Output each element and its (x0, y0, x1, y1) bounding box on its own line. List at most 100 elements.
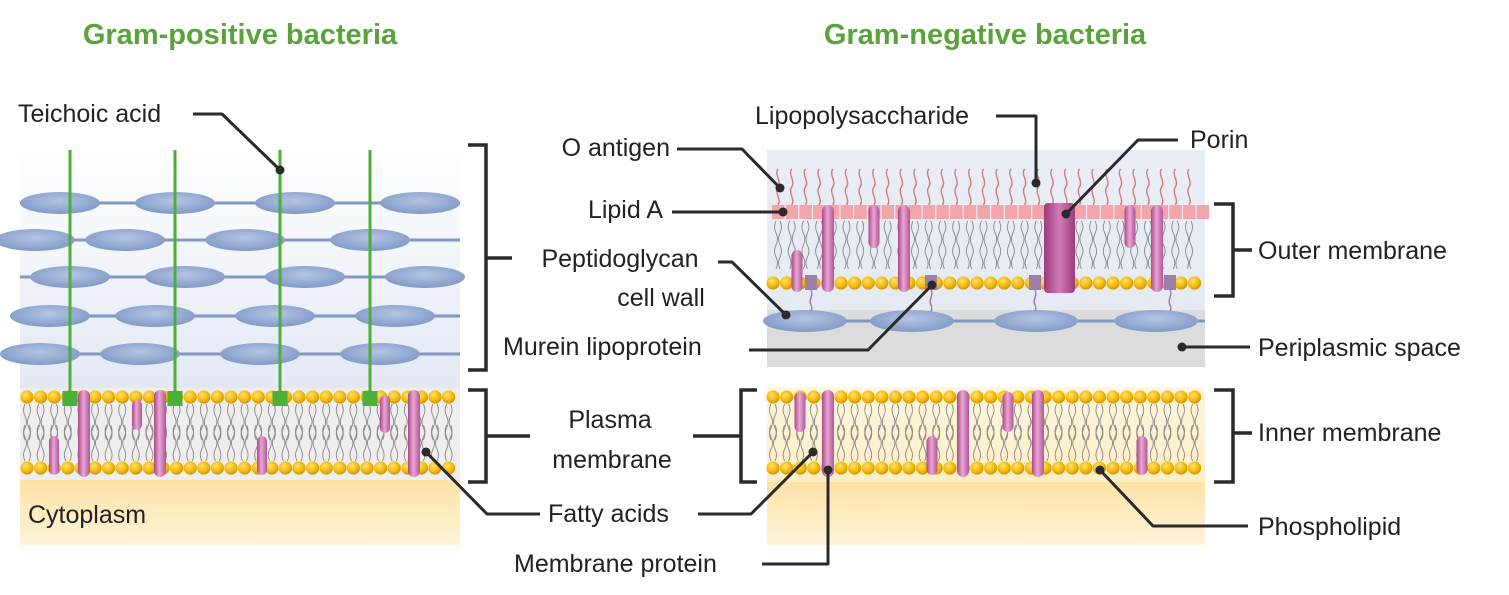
o-antigen-chain (858, 168, 863, 206)
fatty-acid-tail (91, 424, 99, 462)
peptidoglycan-unit (265, 266, 345, 288)
plasma-membrane-label-line1: Plasma (568, 406, 651, 434)
fatty-acid-tail (145, 424, 154, 462)
phospholipid-head (265, 461, 279, 475)
peptidoglycan-dot (781, 310, 791, 320)
phospholipid-head (888, 390, 903, 404)
teichoic-acid-label: Teichoic acid (18, 100, 161, 128)
fatty-acid-tail (774, 220, 782, 270)
peptidoglycan-unit (0, 229, 75, 251)
fatty-acid-tail (1006, 220, 1015, 270)
phospholipid-head (1120, 390, 1134, 404)
membrane-protein-dot (823, 465, 833, 475)
phospholipid-head (1174, 461, 1188, 475)
o-antigen-chain (1009, 168, 1013, 206)
phospholipid-head (224, 461, 238, 475)
lipid-a-unit (991, 205, 1004, 219)
o-antigen-chain (803, 168, 808, 206)
fatty-acid-tail (308, 424, 317, 462)
o-antigen-chains (776, 168, 1191, 206)
phospholipid-head (292, 390, 306, 404)
phospholipid-head (333, 461, 347, 475)
phospholipid-head (1106, 276, 1120, 290)
o-antigen-chain (1187, 168, 1191, 206)
phospholipid-head (1160, 461, 1174, 475)
fatty-acid-tail (924, 220, 933, 270)
membrane-protein (49, 436, 59, 475)
fatty-acid-tail (769, 424, 777, 462)
phospholipid-head (1106, 390, 1120, 404)
fatty-acid-tail (1190, 424, 1199, 462)
o-antigen-chain (1146, 168, 1150, 206)
fatty-acid-tail (911, 220, 919, 270)
phospholipid-head (943, 276, 957, 290)
lipid-a-unit (1114, 205, 1127, 219)
fatty-acid-tail (23, 424, 31, 462)
membrane-protein (380, 395, 390, 433)
phospholipid-head (442, 390, 456, 404)
o-antigen-chain (1118, 168, 1123, 206)
phospholipid-head (848, 390, 862, 404)
phospholipid-head (1106, 461, 1120, 475)
peptidoglycan-unit (380, 192, 460, 214)
phospholipid-head (902, 461, 916, 475)
membrane-protein-label: Membrane protein (514, 550, 717, 578)
gram-positive-panel: Cytoplasm (0, 150, 465, 545)
murein-lipoprotein (1029, 275, 1041, 290)
fatty-acid-tail (295, 424, 303, 462)
o-antigen-dot (775, 183, 785, 193)
o-antigen-chain (1022, 168, 1027, 206)
phospholipid-head (1174, 276, 1188, 290)
murein-lipoprotein (805, 275, 817, 290)
fatty-acid-tail (864, 424, 873, 462)
gp-wall-bracket (468, 143, 512, 372)
phospholipid-head (984, 461, 998, 475)
fatty-acid-tail (1185, 220, 1193, 270)
peptidoglycan-unit (994, 310, 1078, 332)
phospholipid-head (197, 390, 211, 404)
fatty-acid-tail (213, 424, 222, 462)
phospholipid-head (442, 461, 456, 475)
lipid-a-unit (909, 205, 922, 219)
phospholipid-head (34, 461, 48, 475)
lipid-a-unit (936, 205, 949, 219)
inner-membrane-bracket (1214, 388, 1252, 484)
phospholipid-head (1133, 390, 1147, 404)
o-antigen-chain (913, 168, 917, 206)
teichoic-acid-leader (193, 112, 282, 172)
phospholipid-head (834, 461, 848, 475)
gram-positive-title: Gram-positive bacteria (83, 19, 398, 51)
peptidoglycan-unit (870, 310, 954, 332)
fatty-acid-tail (856, 220, 865, 270)
membrane-protein (1032, 390, 1044, 477)
gp-membrane-proteins (49, 390, 420, 477)
fatty-acid-tail (1163, 424, 1172, 462)
fatty-acid-tail (891, 424, 900, 462)
gram-negative-title: Gram-negative bacteria (824, 19, 1147, 51)
phospholipid-head (210, 390, 224, 404)
phospholipid-head (997, 461, 1011, 475)
phospholipid-head (142, 461, 156, 475)
phospholipid-head (997, 276, 1011, 290)
o-antigen-chain (844, 168, 849, 206)
phospholipid-head (834, 276, 848, 290)
fatty-acid-tail (1095, 424, 1104, 462)
phospholipid-head (848, 461, 862, 475)
phospholipid-head (1133, 276, 1147, 290)
peptidoglycan-unit (205, 229, 285, 251)
o-antigen-chain (817, 168, 821, 206)
peptidoglycan-label-line1: Peptidoglycan (541, 245, 698, 273)
peptidoglycan-unit (145, 266, 225, 288)
phospholipid-head (1011, 276, 1025, 290)
lipid-a-unit (1183, 205, 1196, 219)
fatty-acids-dot-left (421, 447, 431, 457)
phospholipid-head (848, 276, 862, 290)
lipopolysaccharide-label: Lipopolysaccharide (755, 102, 969, 130)
phospholipid-head (183, 390, 197, 404)
fatty-acid-tail (227, 424, 235, 462)
phospholipid-head (251, 390, 265, 404)
lipid-a-unit (840, 205, 853, 219)
phospholipid-head (306, 461, 320, 475)
phospholipid-head (766, 461, 780, 475)
membrane-protein (794, 392, 806, 432)
